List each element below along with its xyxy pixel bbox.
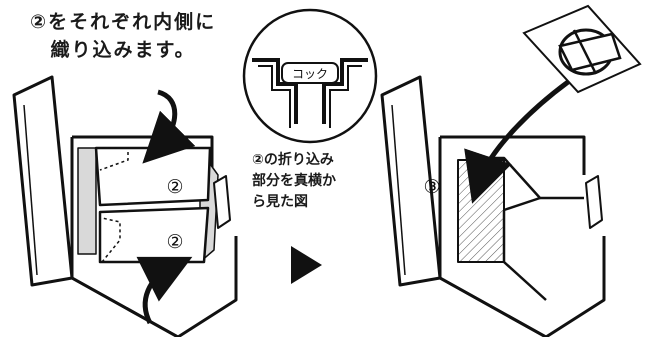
arrow-insert xyxy=(464,79,570,204)
cock-profile xyxy=(252,58,368,124)
side-tab-right xyxy=(585,175,603,229)
cock-badge xyxy=(281,62,339,84)
play-triangle-icon xyxy=(291,246,322,284)
box-front-edge-right xyxy=(439,276,547,339)
detail-view: コック xyxy=(242,8,378,144)
instruction-line-2: 織り込みます。 xyxy=(50,39,196,61)
arrow-fold-up xyxy=(136,256,193,325)
instruction-line-1: ②をそれぞれ内側に xyxy=(30,11,217,33)
fold-line-upper xyxy=(96,147,129,171)
detail-caption: ②の折り込み 部分を真横か ら見た図 xyxy=(252,150,336,213)
flap-lower xyxy=(98,206,210,264)
box-back-rim xyxy=(72,135,214,175)
spout-handle xyxy=(572,29,598,75)
box-before xyxy=(12,75,238,339)
step-result-label: ③ xyxy=(423,176,440,198)
lid-flap-right xyxy=(380,75,442,287)
flap-upper-label: ② xyxy=(166,176,183,198)
spout-body xyxy=(558,32,622,72)
cock-package xyxy=(522,4,642,94)
fold-line-lower xyxy=(101,217,121,263)
detail-caption-line-1: ②の折り込み xyxy=(252,152,334,168)
box-after xyxy=(380,75,606,339)
box-back-rim-right xyxy=(440,135,586,175)
flap-lower-label: ② xyxy=(166,231,183,253)
arrow-fold-down xyxy=(142,89,196,164)
detail-caption-line-2: 部分を真横か xyxy=(252,173,336,189)
lid-edge xyxy=(23,104,38,276)
side-panel-left xyxy=(77,147,97,255)
box-front-edge xyxy=(71,276,179,339)
side-tab xyxy=(213,175,231,229)
instruction-text: ②をそれぞれ内側に 織り込みます。 xyxy=(30,8,216,64)
cock-profile-inner xyxy=(258,65,362,128)
detail-caption-line-3: ら見た図 xyxy=(252,194,308,210)
lid-flap xyxy=(12,75,74,287)
partition-mid xyxy=(503,196,541,212)
cock-badge-label: コック xyxy=(292,67,328,81)
lid-edge-right xyxy=(391,104,406,276)
flap-upper xyxy=(94,146,212,207)
